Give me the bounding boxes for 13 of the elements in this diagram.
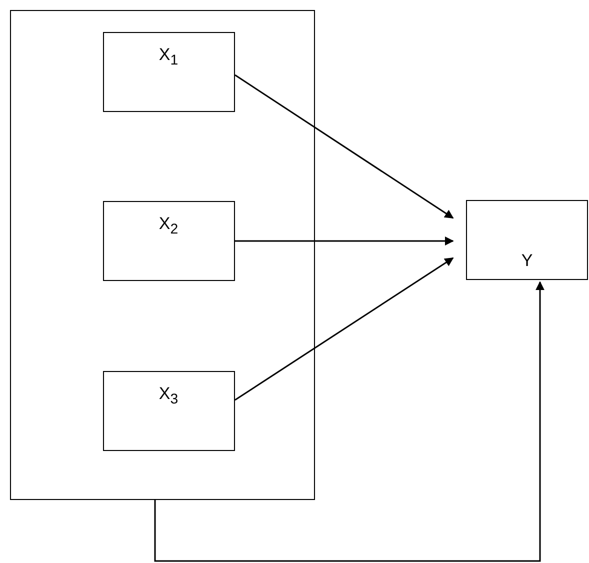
arrow [234, 74, 454, 219]
group-box [10, 10, 315, 500]
variable-label: X$_{1}$ [158, 44, 178, 68]
variable-box [102, 200, 234, 280]
arrow [235, 236, 454, 246]
variable-label: Y [521, 251, 533, 272]
variable-label: X$_{3}$ [158, 382, 178, 407]
variable-label: X$_{2}$ [158, 212, 178, 237]
variable-box [102, 370, 234, 450]
variable-box [102, 32, 234, 112]
arrow [234, 257, 454, 401]
arrow [154, 281, 544, 562]
variable-box [466, 200, 588, 280]
